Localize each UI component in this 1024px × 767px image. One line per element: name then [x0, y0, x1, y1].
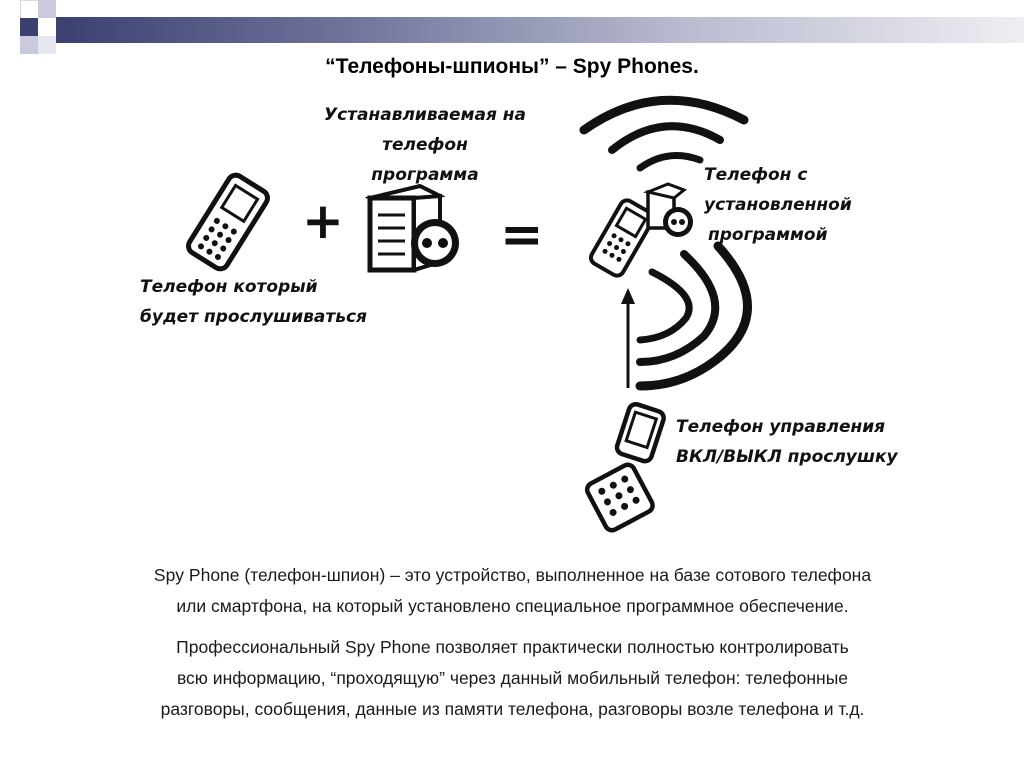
decor-square	[38, 36, 56, 54]
target-phone-label-line: будет прослушиваться	[140, 307, 367, 327]
paragraph-line: разговоры, сообщения, данные из памяти т…	[160, 699, 865, 719]
signal-waves-bottom-icon	[635, 241, 752, 391]
result-phone-label-line: Телефон с	[704, 165, 808, 185]
paragraph-line: всю информацию, “проходящую” через данны…	[176, 668, 849, 688]
paragraph-line: Spy Phone (телефон-шпион) – это устройст…	[153, 565, 872, 585]
header-gradient	[52, 17, 1024, 43]
result-phone-label: Телефон с установленной программой	[704, 160, 852, 250]
decor-square	[20, 36, 38, 54]
target-phone-label: Телефон который будет прослушиваться	[140, 272, 367, 332]
paragraph-line: или смартфона, на который установлено сп…	[176, 596, 849, 616]
result-phone-icon	[588, 198, 656, 278]
result-phone-label-line: установленной	[704, 195, 852, 215]
signal-waves-top-icon	[579, 95, 749, 172]
paragraph-definition: Spy Phone (телефон-шпион) – это устройст…	[40, 560, 985, 622]
control-phone-label: Телефон управления ВКЛ/ВЫКЛ прослушку	[676, 412, 898, 472]
installed-program-label-line: Устанавливаемая на телефон	[323, 105, 527, 155]
paragraph-line: Профессиональный Spy Phone позволяет пра…	[176, 637, 849, 657]
control-phone-label-line: ВКЛ/ВЫКЛ прослушку	[676, 447, 898, 467]
slide-title: “Телефоны-шпионы” – Spy Phones.	[325, 55, 699, 78]
decor-square	[20, 18, 38, 36]
attached-program-icon	[642, 182, 693, 237]
result-phone-label-line: программой	[708, 225, 828, 245]
control-phone-label-line: Телефон управления	[676, 417, 886, 437]
paragraph-capabilities: Профессиональный Spy Phone позволяет пра…	[40, 632, 985, 725]
decor-square	[38, 0, 56, 18]
control-phone-icon	[584, 401, 666, 533]
decor-square	[38, 18, 56, 36]
header-bar	[0, 17, 1024, 43]
installed-program-label: Устанавливаемая на телефон программа	[282, 100, 568, 190]
plus-sign: +	[302, 192, 344, 250]
software-box-icon	[364, 183, 459, 273]
installed-program-label-line: программа	[371, 165, 479, 185]
target-phone-icon	[186, 172, 270, 272]
arrow-up-icon	[621, 288, 635, 388]
equals-sign: =	[500, 205, 544, 265]
target-phone-label-line: Телефон который	[140, 277, 318, 297]
